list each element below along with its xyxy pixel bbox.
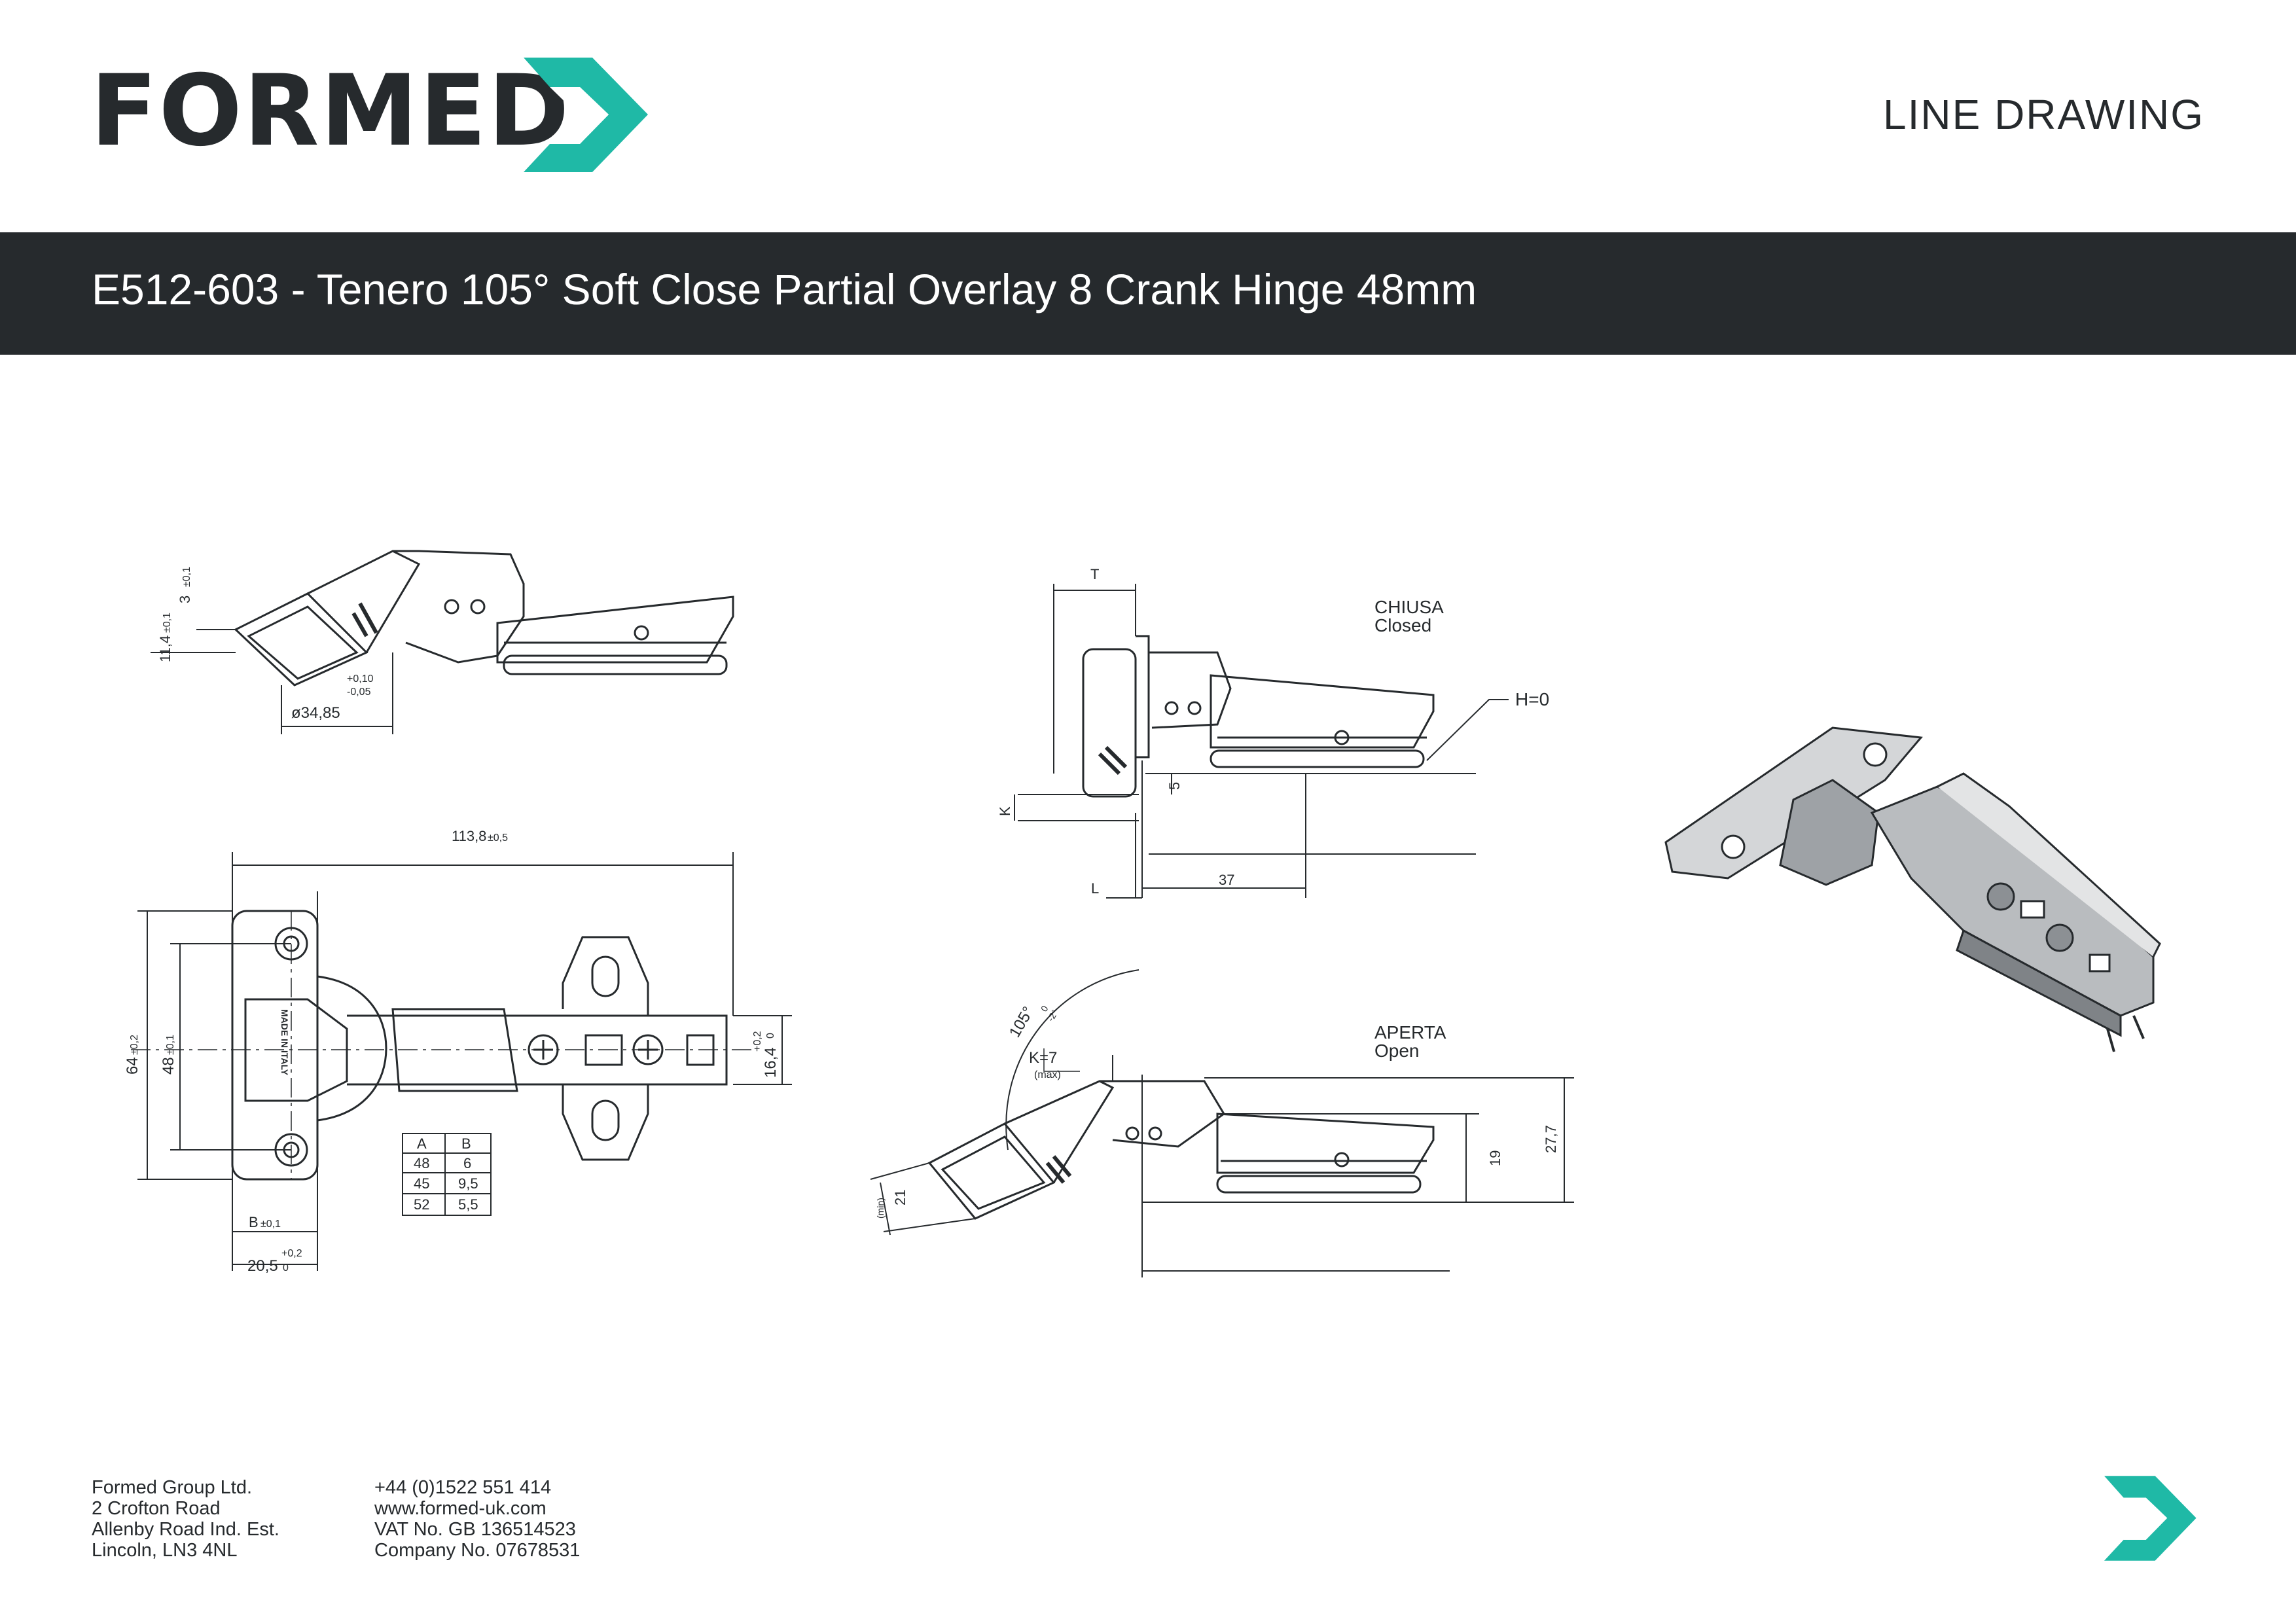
- hinge-closed-view: [1014, 584, 1509, 899]
- b-tol-label: ±0,1: [260, 1219, 281, 1230]
- closed-state-english: Closed: [1374, 615, 1431, 635]
- cup-offset-tol-upper: +0,2: [281, 1248, 302, 1259]
- hole-spacing-tol-label: ±0,1: [165, 1035, 176, 1055]
- footer-contact: +44 (0)1522 551 414 www.formed-uk.com VA…: [374, 1477, 580, 1561]
- depth-5-label: 5: [1166, 782, 1183, 790]
- document-type-label: LINE DRAWING: [1883, 91, 2204, 138]
- ab-table-header-a: A: [417, 1135, 427, 1152]
- ab-table-cell: 45: [414, 1175, 429, 1192]
- footer-address-line: Lincoln, LN3 4NL: [92, 1540, 238, 1561]
- hinge-isometric-view: [1664, 726, 2161, 1052]
- b-dimension-label: B: [249, 1214, 259, 1230]
- cup-rim-label: 3: [177, 596, 193, 603]
- open-27-7-label: 27,7: [1543, 1125, 1559, 1153]
- overall-length-tol-label: ±0,5: [488, 832, 508, 844]
- open-21-note: (min): [875, 1198, 886, 1219]
- k-label: K: [997, 806, 1013, 816]
- footer-vat-number: VAT No. GB 136514523: [374, 1519, 576, 1540]
- footer-address-line: 2 Crofton Road: [92, 1498, 221, 1519]
- title-bar: [0, 232, 2296, 355]
- brand-chevron-logo-icon: [524, 58, 648, 172]
- plate-width-label: 16,4: [762, 1047, 780, 1078]
- plate-width-tol-lower: 0: [765, 1033, 776, 1039]
- open-state-italian: APERTA: [1374, 1022, 1446, 1043]
- ab-table-cell: 48: [414, 1155, 429, 1171]
- l-label: L: [1091, 880, 1099, 897]
- closed-state-italian: CHIUSA: [1374, 597, 1444, 617]
- t-label: T: [1090, 566, 1099, 582]
- cup-depth-label: 11,4: [157, 635, 173, 662]
- cup-diameter-tol-upper: +0,10: [347, 673, 374, 685]
- cup-offset-tol-lower: 0: [283, 1262, 289, 1274]
- cup-depth-tol-label: ±0,1: [162, 613, 173, 633]
- footer-chevron-logo-icon: [2104, 1476, 2197, 1561]
- open-state-english: Open: [1374, 1041, 1420, 1061]
- overall-length-label: 113,8: [452, 828, 486, 844]
- hinge-side-view-top: [151, 550, 734, 734]
- ab-table-cell: 9,5: [458, 1175, 478, 1192]
- plate-width-tol-upper: +0,2: [752, 1031, 763, 1052]
- open-angle-label: 105°: [1006, 1004, 1037, 1041]
- cup-offset-label: 20,5: [247, 1257, 278, 1275]
- height-tol-label: ±0,2: [129, 1035, 140, 1055]
- hinge-plan-view: [131, 852, 792, 1271]
- footer-phone[interactable]: +44 (0)1522 551 414: [374, 1477, 552, 1498]
- ab-table-cell: 52: [414, 1196, 429, 1213]
- ab-table-cell: 6: [463, 1155, 471, 1171]
- open-19-label: 19: [1487, 1150, 1503, 1166]
- height-label: 64: [124, 1057, 141, 1075]
- cup-diameter-tol-lower: -0,05: [347, 687, 371, 698]
- footer-company-number: Company No. 07678531: [374, 1540, 581, 1561]
- technical-drawing: 3 ±0,1 11,4 ±0,1 ø34,85 +0,10 -0,05 113,…: [124, 550, 2161, 1277]
- footer-website-link[interactable]: www.formed-uk.com: [374, 1498, 547, 1519]
- ab-table: [402, 1133, 492, 1216]
- ab-table-cell: 5,5: [458, 1196, 478, 1213]
- k-max-note: (max): [1034, 1069, 1061, 1080]
- product-title: E512-603 - Tenero 105° Soft Close Partia…: [92, 265, 1477, 313]
- brand-logo-wordmark: FORMED: [90, 54, 571, 168]
- open-angle-tol-label: -2°: [1045, 1008, 1060, 1024]
- cup-rim-tol-label: ±0,1: [181, 567, 192, 587]
- hole-spacing-label: 48: [160, 1057, 177, 1075]
- footer-address-line: Allenby Road Ind. Est.: [92, 1519, 279, 1540]
- footer-address: Formed Group Ltd. 2 Crofton Road Allenby…: [92, 1477, 279, 1561]
- footer-address-line: Formed Group Ltd.: [92, 1477, 252, 1498]
- ab-table-header-b: B: [461, 1135, 471, 1152]
- cup-diameter-label: ø34,85: [291, 704, 340, 722]
- made-in-italy-stamp: MADE IN ITALY: [279, 1009, 290, 1076]
- h-zero-label: H=0: [1515, 689, 1549, 709]
- open-21-label: 21: [892, 1190, 908, 1205]
- k-max-label: K=7: [1029, 1049, 1057, 1067]
- hinge-open-view: [870, 969, 1574, 1277]
- depth-37-label: 37: [1219, 872, 1234, 888]
